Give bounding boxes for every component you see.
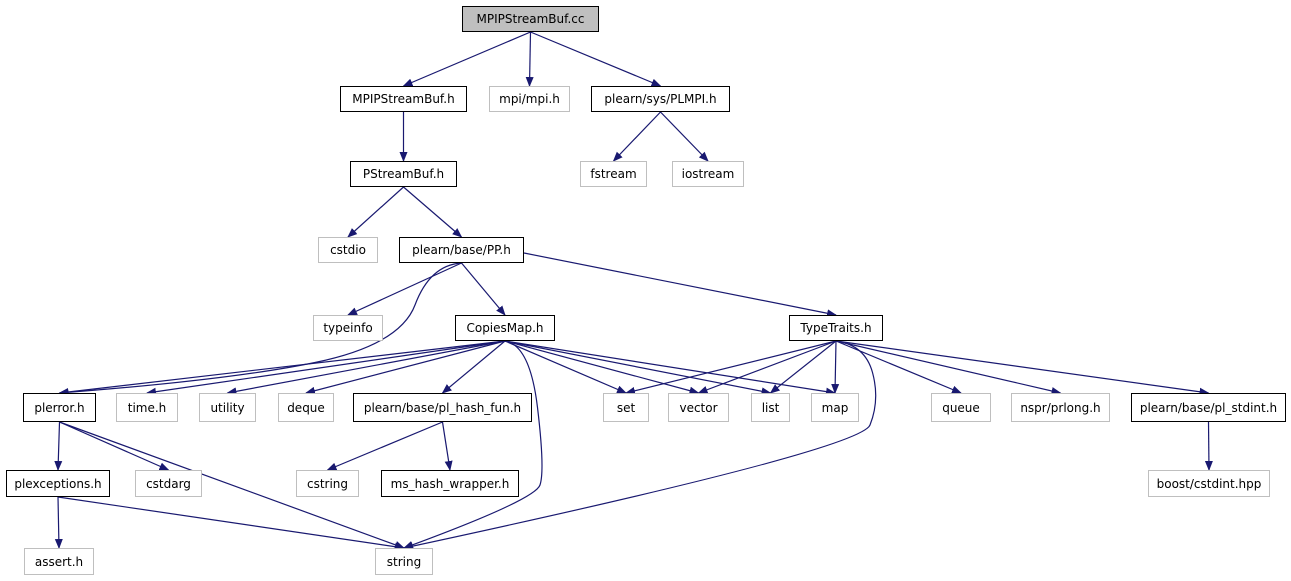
node-iostream: iostream <box>672 161 744 187</box>
edge-typetraits_h-to-prlong_h <box>835 340 1062 395</box>
node-nspr-prlong-h: nspr/prlong.h <box>1011 393 1110 422</box>
edge-plmpi_h-to-fstream <box>612 111 661 162</box>
edge-copiesmap_h-to-string <box>403 340 543 549</box>
node-copiesmap-h[interactable]: CopiesMap.h <box>455 315 555 341</box>
edge-copiesmap_h-to-set <box>504 340 627 394</box>
node-boost-cstdint-hpp: boost/cstdint.hpp <box>1148 470 1270 497</box>
edge-plerror_h-to-cstdarg <box>59 421 170 471</box>
edge-pp_h-to-typeinfo <box>347 262 462 316</box>
edge-pstreambuf_h-to-pp_h <box>403 186 463 238</box>
edge-typetraits_h-to-string <box>403 340 877 551</box>
node-cstdio: cstdio <box>318 237 378 263</box>
edge-typetraits_h-to-map <box>831 340 840 394</box>
edge-pp_h-to-plerror_h <box>58 262 462 397</box>
node-set: set <box>603 393 649 422</box>
edge-plerror_h-to-plexceptions_h <box>54 421 63 471</box>
edge-copiesmap_h-to-vector <box>504 340 700 395</box>
edge-typetraits_h-to-vector <box>697 340 837 394</box>
edge-copiesmap_h-to-deque <box>305 340 506 395</box>
node-plmpi-h[interactable]: plearn/sys/PLMPI.h <box>591 86 730 112</box>
edge-copiesmap_h-to-plerror_h <box>58 340 506 396</box>
edge-pp_h-to-copiesmap_h <box>461 262 506 316</box>
edge-typetraits_h-to-queue <box>835 340 962 394</box>
node-pl-hash-fun-h[interactable]: plearn/base/pl_hash_fun.h <box>353 393 532 422</box>
node-assert-h: assert.h <box>24 548 94 575</box>
edge-plerror_h-to-string <box>59 421 405 549</box>
node-map: map <box>811 393 859 422</box>
edge-mpipstreambuf_cc-to-mpi_h <box>525 31 534 87</box>
node-mpipstreambuf-cc[interactable]: MPIPStreamBuf.cc <box>462 6 599 32</box>
edge-copiesmap_h-to-time_h <box>146 340 506 396</box>
edge-typetraits_h-to-list <box>769 340 837 394</box>
node-string: string <box>375 548 433 575</box>
node-list: list <box>751 393 790 422</box>
edge-pp_h-to-typetraits_h <box>523 252 837 318</box>
node-typetraits-h[interactable]: TypeTraits.h <box>789 315 883 341</box>
node-mpi-h: mpi/mpi.h <box>489 86 570 112</box>
edge-typetraits_h-to-set <box>625 340 837 395</box>
edge-pl_stdint_h-to-cstdint_hpp <box>1204 421 1213 471</box>
node-ms-hash-wrapper-h[interactable]: ms_hash_wrapper.h <box>381 470 519 497</box>
node-pstreambuf-h[interactable]: PStreamBuf.h <box>350 161 457 187</box>
node-pp-h[interactable]: plearn/base/PP.h <box>399 237 524 263</box>
edge-copiesmap_h-to-pl_hash_fun_h <box>441 340 506 394</box>
node-fstream: fstream <box>580 161 647 187</box>
node-utility: utility <box>199 393 256 422</box>
edge-plmpi_h-to-iostream <box>660 111 709 162</box>
node-deque: deque <box>278 393 334 422</box>
edge-copiesmap_h-to-utility <box>226 340 506 396</box>
node-mpipstreambuf-h[interactable]: MPIPStreamBuf.h <box>340 86 467 112</box>
edge-typetraits_h-to-pl_stdint_h <box>835 340 1210 396</box>
node-cstring: cstring <box>296 470 359 497</box>
edge-pl_hash_fun_h-to-ms_hash_wrapper_h <box>441 421 453 471</box>
node-time-h: time.h <box>116 393 178 422</box>
node-plexceptions-h[interactable]: plexceptions.h <box>6 470 110 497</box>
edge-pl_hash_fun_h-to-cstring <box>326 421 443 471</box>
node-queue: queue <box>931 393 991 422</box>
node-cstdarg: cstdarg <box>135 470 202 497</box>
edge-copiesmap_h-to-list <box>504 340 772 396</box>
node-typeinfo: typeinfo <box>313 315 383 341</box>
edge-plexceptions_h-to-assert_h <box>54 496 63 549</box>
edge-mpipstreambuf_cc-to-plmpi_h <box>530 31 662 87</box>
node-plerror-h[interactable]: plerror.h <box>23 393 96 422</box>
edge-mpipstreambuf_cc-to-mpipstreambuf_h <box>402 31 531 87</box>
edge-pstreambuf_h-to-cstdio <box>347 186 404 238</box>
node-vector: vector <box>668 393 729 422</box>
node-pl-stdint-h[interactable]: plearn/base/pl_stdint.h <box>1131 393 1286 422</box>
edge-plexceptions_h-to-string <box>57 496 405 551</box>
